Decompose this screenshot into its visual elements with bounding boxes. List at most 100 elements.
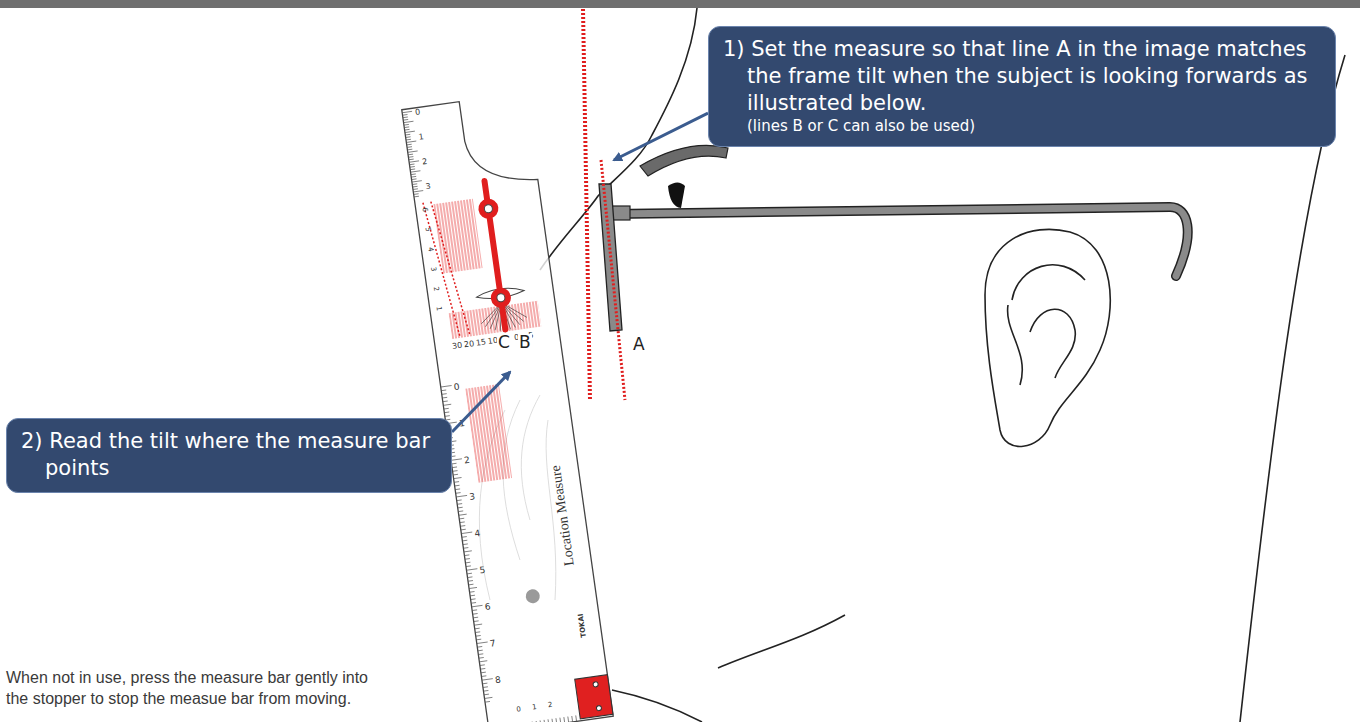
tick — [475, 628, 480, 630]
tick — [463, 547, 468, 549]
tick — [460, 525, 465, 527]
ruler-number: 1 — [418, 133, 424, 142]
vertical-guide-line — [583, 9, 590, 400]
tick — [485, 697, 493, 698]
ruler-number: 2 — [548, 702, 553, 710]
tick — [536, 721, 538, 722]
tick — [404, 126, 409, 128]
ruler-number: 4 — [474, 529, 481, 539]
tick — [455, 485, 460, 487]
tick — [481, 672, 486, 674]
tick — [471, 598, 476, 600]
tick — [544, 720, 546, 722]
tick — [473, 617, 478, 619]
tick — [406, 141, 416, 142]
tick — [482, 683, 487, 685]
tick — [478, 650, 483, 652]
tick — [464, 554, 469, 556]
ear-outer — [985, 229, 1110, 446]
ruler-number: 5 — [479, 566, 486, 576]
ruler-number: 7 — [489, 639, 496, 649]
guide-line-b — [431, 199, 470, 337]
rivet — [525, 588, 541, 604]
ruler-number: 4 — [426, 247, 434, 252]
tick — [479, 661, 487, 662]
tick — [473, 613, 478, 615]
tick — [406, 139, 411, 141]
tick — [480, 668, 485, 670]
tick — [559, 718, 561, 722]
tick — [458, 510, 463, 512]
tick — [405, 134, 410, 136]
tick — [470, 595, 475, 597]
tick — [412, 178, 417, 180]
tick — [414, 193, 419, 195]
tick — [409, 164, 414, 166]
tick — [468, 580, 473, 582]
ruler-number: 3 — [469, 492, 476, 502]
scale-number: 20 — [464, 340, 475, 349]
tool-body — [402, 92, 613, 722]
tick — [465, 562, 470, 564]
ruler-number: 1 — [458, 419, 465, 429]
tick — [466, 569, 477, 571]
tick — [455, 488, 460, 490]
tick — [469, 587, 477, 588]
tick — [485, 701, 490, 703]
leader-arrow — [614, 113, 708, 160]
tick — [413, 188, 418, 190]
tick — [407, 144, 412, 146]
tick — [452, 466, 457, 468]
pivot — [484, 204, 493, 213]
tick — [462, 540, 467, 542]
tick — [442, 397, 447, 399]
pivot — [477, 197, 500, 220]
pivot — [490, 287, 513, 310]
tick — [472, 609, 477, 611]
tick — [454, 478, 462, 479]
tick — [414, 196, 419, 198]
tick — [563, 717, 565, 722]
back-of-head — [1240, 55, 1345, 722]
glasses-temple — [612, 207, 1188, 276]
tick — [408, 154, 413, 156]
tick — [458, 507, 463, 509]
line-letter: B — [518, 334, 532, 351]
tick — [484, 694, 489, 696]
tick — [403, 114, 408, 116]
tick — [476, 639, 481, 641]
tick — [445, 415, 450, 417]
tick — [474, 624, 482, 625]
callout-text: 2) Read the tilt where the measure bar p… — [45, 428, 437, 482]
tick — [409, 159, 414, 161]
tick — [456, 495, 467, 497]
tick — [457, 499, 462, 501]
stopper — [575, 675, 613, 719]
tick — [465, 558, 470, 560]
ruler-number: 6 — [421, 207, 429, 212]
usage-note: When not in use, press the measure bar g… — [6, 668, 381, 710]
callout-note: (lines B or C can also be used) — [747, 117, 1321, 137]
hatch-area — [465, 384, 512, 483]
tick — [453, 470, 458, 472]
tick — [459, 514, 467, 515]
ruler-number: 3 — [425, 183, 431, 192]
tick — [540, 720, 542, 722]
tick — [467, 573, 472, 575]
line-letter: A — [632, 336, 646, 353]
tick — [464, 551, 472, 552]
tick — [575, 715, 577, 721]
tick — [403, 119, 408, 121]
guide-line-c — [423, 200, 460, 338]
tick — [408, 151, 418, 152]
tick — [479, 657, 484, 659]
tick — [475, 631, 480, 633]
tick — [411, 176, 416, 178]
ruler-number: 0 — [516, 706, 521, 714]
scale-number: 30 — [452, 342, 463, 351]
ear-inner — [1008, 265, 1085, 385]
tick — [462, 536, 467, 538]
top-bar — [0, 0, 1360, 8]
stopper-pin — [596, 705, 602, 711]
tick — [482, 679, 493, 681]
